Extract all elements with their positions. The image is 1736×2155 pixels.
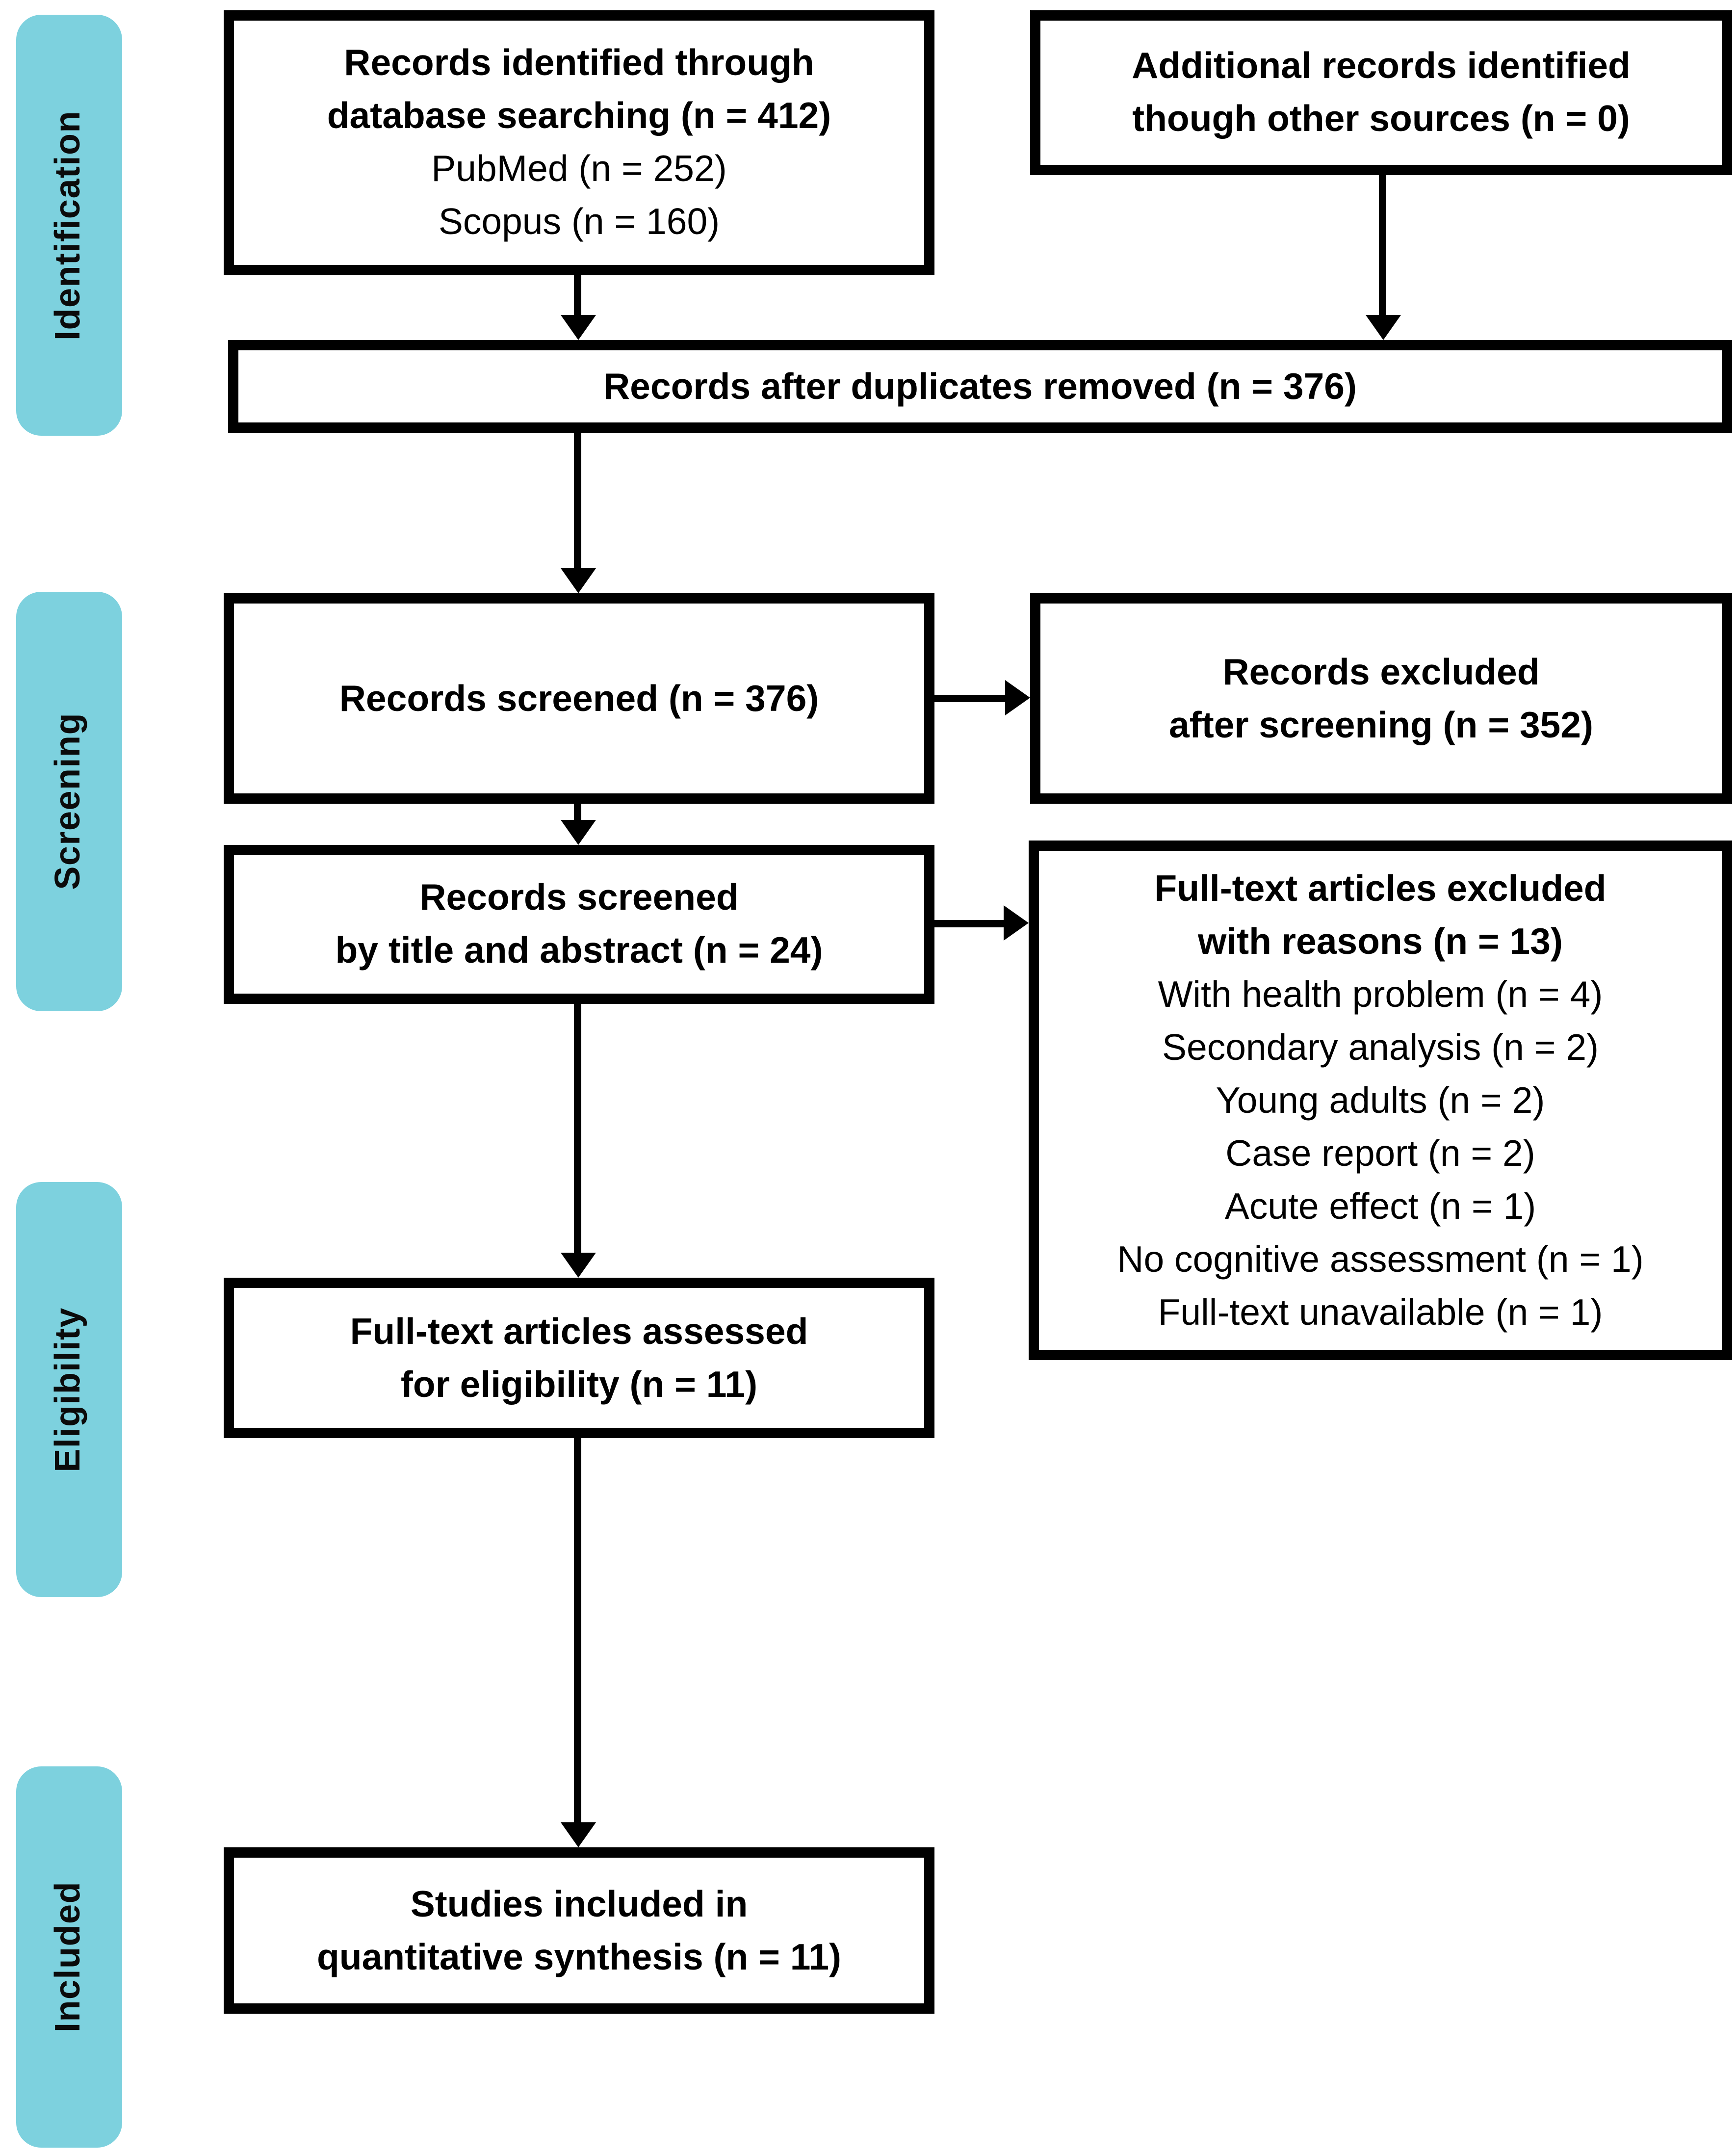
box-text-line: Full-text unavailable (n = 1) xyxy=(1158,1291,1603,1333)
box-text-line: Secondary analysis (n = 2) xyxy=(1162,1026,1599,1068)
arrow-down-line xyxy=(1379,175,1386,316)
box-text-line: for eligibility (n = 11) xyxy=(400,1364,758,1405)
box-text-line: Records identified through xyxy=(344,43,814,84)
box-duplicates-removed: Records after duplicates removed (n = 37… xyxy=(228,340,1732,433)
box-text-line: Records excluded xyxy=(1222,651,1540,693)
box-screened-title-abstract: Records screened by title and abstract (… xyxy=(224,845,934,1004)
arrow-down-line xyxy=(574,804,581,821)
box-text-line: Acute effect (n = 1) xyxy=(1224,1185,1536,1227)
stage-label-text: Identification xyxy=(49,110,88,341)
arrow-down-line xyxy=(574,275,581,316)
arrow-down-icon xyxy=(561,1253,596,1278)
arrow-down-icon xyxy=(561,568,596,593)
box-text-line: quantitative synthesis (n = 11) xyxy=(316,1936,842,1978)
arrow-right-icon xyxy=(1005,680,1030,715)
box-text-line: Records screened xyxy=(419,877,739,919)
box-text-line: PubMed (n = 252) xyxy=(431,149,727,190)
box-text-line: Young adults (n = 2) xyxy=(1216,1079,1545,1121)
stage-label-identification: Identification xyxy=(16,15,122,436)
box-records-screened: Records screened (n = 376) xyxy=(224,593,934,804)
box-text-line: Studies included in xyxy=(410,1883,748,1925)
box-text-line: Case report (n = 2) xyxy=(1225,1132,1535,1174)
arrow-down-icon xyxy=(561,1822,596,1847)
box-additional-records: Additional records identified though oth… xyxy=(1030,10,1732,175)
box-text-line: by title and abstract (n = 24) xyxy=(335,930,823,972)
box-text-line: Records after duplicates removed (n = 37… xyxy=(603,366,1357,407)
stage-label-eligibility: Eligibility xyxy=(16,1182,122,1597)
box-text-line: Scopus (n = 160) xyxy=(438,202,720,243)
box-text-line: Full-text articles excluded xyxy=(1154,867,1606,909)
box-excluded-after-screening: Records excluded after screening (n = 35… xyxy=(1030,593,1732,804)
arrow-right-line xyxy=(934,695,1007,702)
box-studies-included: Studies included in quantitative synthes… xyxy=(224,1847,934,2014)
box-fulltext-excluded: Full-text articles excluded with reasons… xyxy=(1029,841,1732,1360)
box-text-line: though other sources (n = 0) xyxy=(1132,99,1630,140)
arrow-right-icon xyxy=(1004,905,1029,941)
stage-label-text: Screening xyxy=(49,712,88,891)
box-text-line: with reasons (n = 13) xyxy=(1198,920,1563,962)
arrow-down-line xyxy=(574,1004,581,1254)
box-text-line: after screening (n = 352) xyxy=(1169,704,1593,746)
stage-label-text: Included xyxy=(49,1881,88,2033)
stage-label-included: Included xyxy=(16,1766,122,2148)
arrow-down-icon xyxy=(561,820,596,845)
arrow-down-icon xyxy=(561,315,596,340)
box-text-line: No cognitive assessment (n = 1) xyxy=(1117,1238,1644,1280)
box-text-line: With health problem (n = 4) xyxy=(1158,973,1603,1015)
box-fulltext-assessed: Full-text articles assessed for eligibil… xyxy=(224,1278,934,1438)
box-text-line: Records screened (n = 376) xyxy=(339,678,819,719)
stage-label-screening: Screening xyxy=(16,592,122,1011)
arrow-down-line xyxy=(574,1438,581,1824)
arrow-right-line xyxy=(934,920,1005,927)
box-text-line: database searching (n = 412) xyxy=(327,96,831,137)
stage-label-text: Eligibility xyxy=(49,1307,88,1472)
box-text-line: Additional records identified xyxy=(1132,46,1631,87)
arrow-down-line xyxy=(574,433,581,570)
arrow-down-icon xyxy=(1366,315,1401,340)
box-records-identified: Records identified through database sear… xyxy=(224,10,934,275)
box-text-line: Full-text articles assessed xyxy=(350,1311,808,1352)
